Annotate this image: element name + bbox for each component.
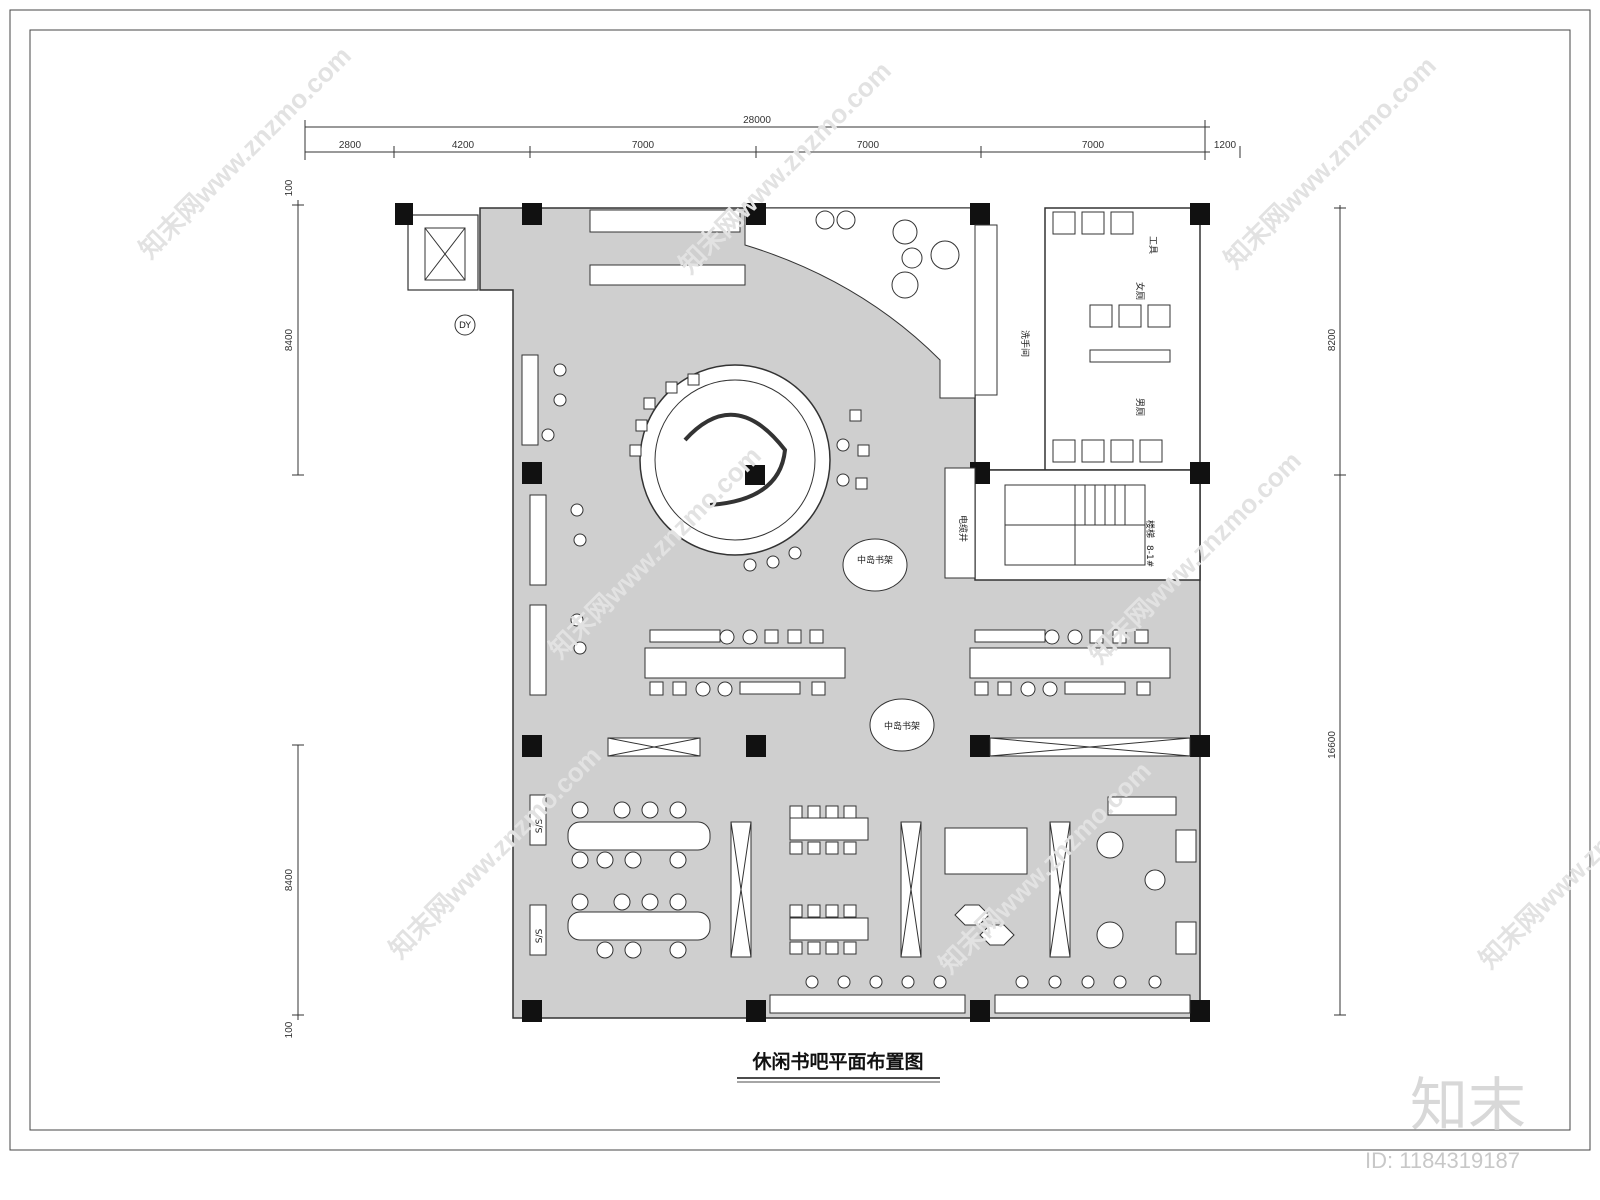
womens-restroom-label: 女厕 xyxy=(1134,282,1146,300)
dy-marker xyxy=(454,314,476,336)
study-tables xyxy=(789,805,869,955)
island-shelf-1: 中岛书架 xyxy=(842,538,908,592)
stools-around-island xyxy=(629,373,870,572)
tools-label: 工具 xyxy=(1147,236,1158,254)
cable-shaft-label: 电缆井 xyxy=(957,515,969,542)
group-tables xyxy=(567,801,711,959)
island-shelf-2: 中岛书架 xyxy=(869,698,935,752)
dim-top-total: 28000 xyxy=(743,115,771,126)
reading-table-left xyxy=(644,629,846,697)
stair-label: 楼梯 xyxy=(1144,520,1156,538)
watermark-3: 知末网www.znzmo.com xyxy=(1218,50,1442,274)
watermark-8: 知末网www.znzmo.com xyxy=(1473,750,1600,974)
reading-table-right xyxy=(969,629,1171,697)
dim-left-3: 8400 xyxy=(284,868,295,891)
ss-label-2: S/S xyxy=(535,928,545,943)
floor-area xyxy=(407,207,1201,1019)
stair-marker-label: 8-1# xyxy=(1144,545,1154,567)
dim-top-5: 7000 xyxy=(1082,140,1105,151)
right-dimension-lines xyxy=(1334,205,1346,1016)
dim-right-1: 8200 xyxy=(1327,328,1338,351)
stair xyxy=(1004,484,1146,566)
dim-top-1: 2800 xyxy=(339,140,362,151)
outer-frame xyxy=(9,9,1591,1151)
restroom-stalls xyxy=(974,211,1171,463)
dim-top-4: 7000 xyxy=(857,140,880,151)
top-dimension-lines xyxy=(304,120,1241,160)
dim-left-1: 100 xyxy=(284,179,295,196)
window-seating xyxy=(769,975,1191,1014)
dim-left-4: 100 xyxy=(284,1021,295,1038)
washroom-label: 洗手间 xyxy=(1019,330,1031,357)
dim-left-2: 8400 xyxy=(284,328,295,351)
dim-top-3: 7000 xyxy=(632,140,655,151)
island-shelf-label-2: 中岛书架 xyxy=(884,720,920,732)
lounge-area xyxy=(944,796,1197,955)
bar-counters xyxy=(589,209,960,299)
dim-top-2: 4200 xyxy=(452,140,475,151)
ss-markers: S/S S/S xyxy=(529,794,547,956)
dim-top-6: 1200 xyxy=(1214,140,1237,151)
image-id-text: ID: 1184319187 xyxy=(1365,1148,1520,1173)
dy-label: DY xyxy=(459,321,471,331)
drawing-title: 休闲书吧平面布置图 xyxy=(751,1050,923,1073)
island-shelf-label-1: 中岛书架 xyxy=(857,554,893,566)
central-round-bookshelf xyxy=(639,364,831,556)
left-dimension-lines xyxy=(292,200,304,1020)
ss-label-1: S/S xyxy=(535,818,545,833)
dim-right-2: 16600 xyxy=(1327,731,1338,759)
brand-logo-text: 知末 xyxy=(1410,1071,1526,1139)
mens-restroom-label: 男厕 xyxy=(1134,398,1145,416)
inner-frame xyxy=(29,29,1571,1131)
low-shelves xyxy=(607,737,1191,958)
wall-sofas xyxy=(521,354,587,696)
